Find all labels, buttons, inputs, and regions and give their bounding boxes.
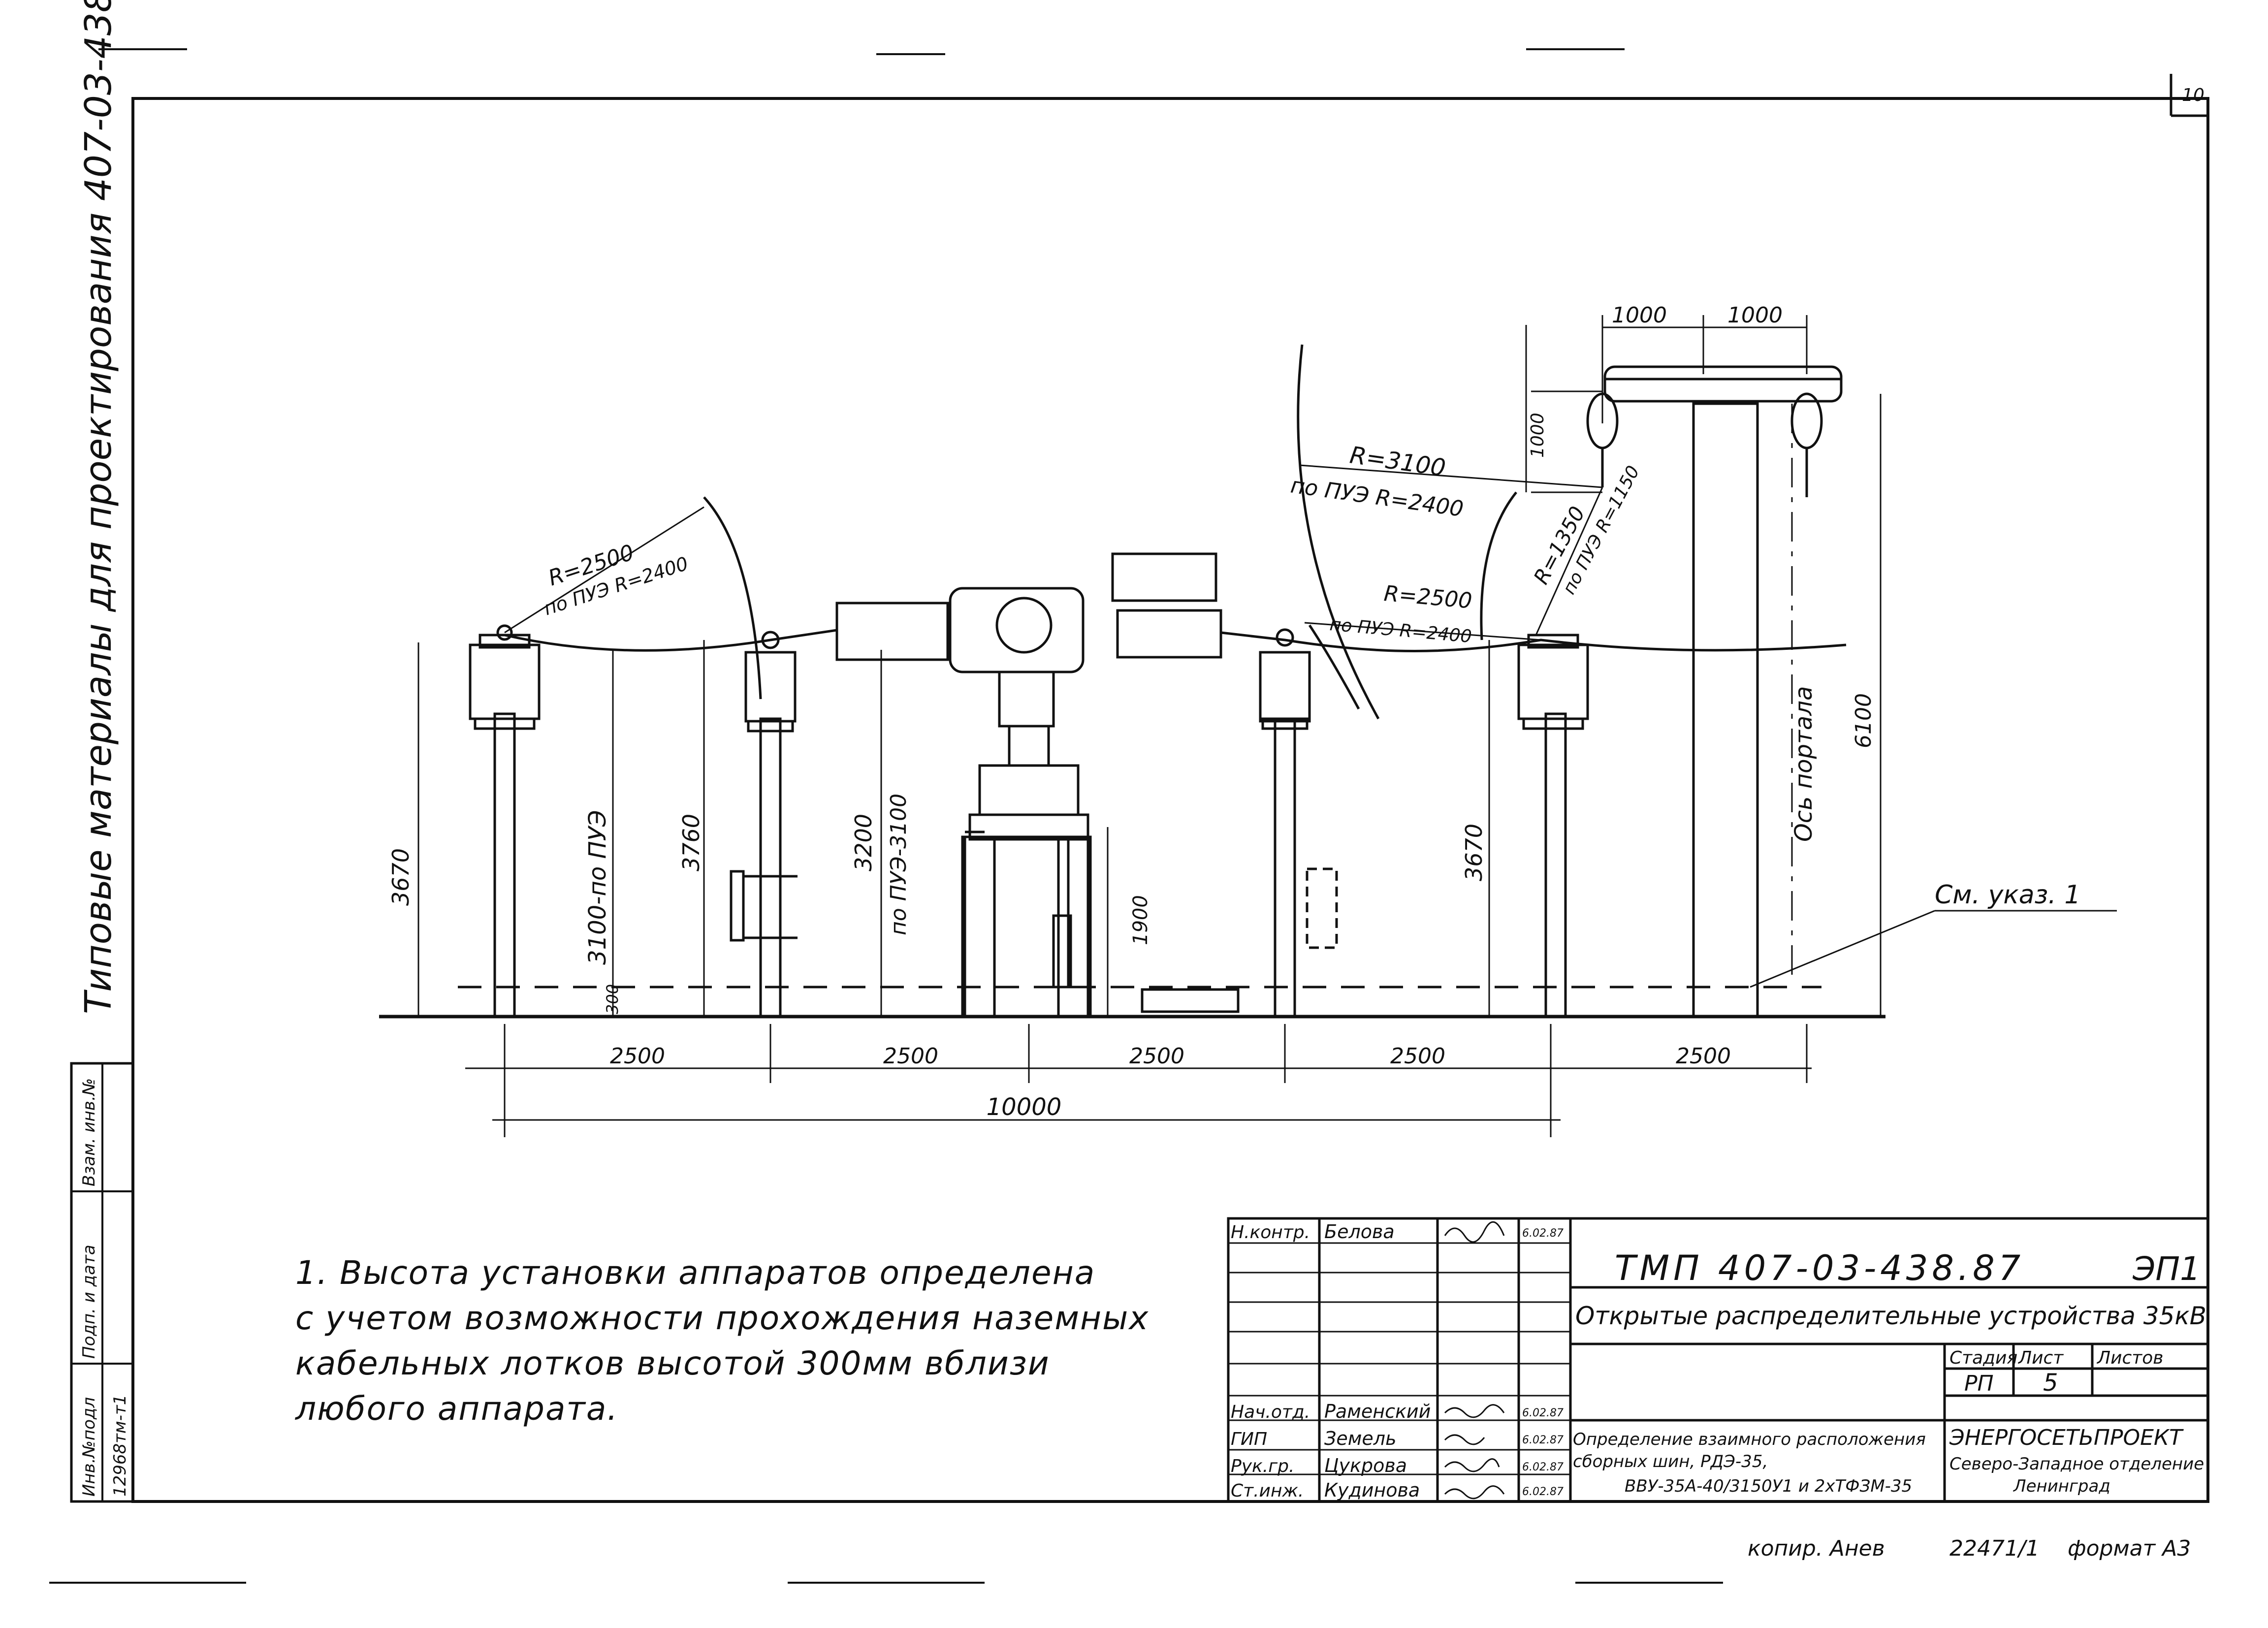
- copy-number: 22471/1: [1949, 1536, 2040, 1561]
- span-1: 2500: [610, 1044, 665, 1069]
- label-h3760: 3760: [678, 814, 704, 871]
- stage-value: РП: [1964, 1371, 1994, 1396]
- drawing-frame: [131, 97, 2209, 1503]
- page-number: 10: [2182, 85, 2204, 105]
- callout-note: См. указ. 1: [1935, 880, 2080, 910]
- dimension-labels: 1000 1000 1000 R=3100 по ПУЭ R=2400 R=25…: [387, 303, 2080, 1121]
- stamp-inv: Инв.№подл: [79, 1397, 99, 1497]
- role-row-7: ГИП: [1231, 1429, 1267, 1449]
- name-row-1: Белова: [1324, 1221, 1395, 1243]
- desc-line-3: ВВУ-35А-40/3150У1 и 2хТФЗМ-35: [1625, 1476, 1912, 1496]
- date-row-7: 6.02.87: [1522, 1434, 1564, 1446]
- label-portal-axis: Ось портала: [1790, 686, 1818, 842]
- role-row-6: Нач.отд.: [1231, 1402, 1310, 1422]
- sheet-value: 5: [2043, 1369, 2058, 1397]
- org-city: Ленинград: [2012, 1476, 2110, 1496]
- copied-by: копир. Анев: [1748, 1536, 1885, 1561]
- note-block: 1. Высота установки аппаратов определена…: [295, 1250, 1182, 1432]
- label-h3670-left: 3670: [387, 848, 414, 906]
- switchgear-elevation: [379, 315, 2117, 1137]
- role-row-1: Н.контр.: [1231, 1222, 1310, 1243]
- span-5: 2500: [1676, 1044, 1731, 1069]
- span-3: 2500: [1129, 1044, 1184, 1069]
- stamp-replace: Взам. инв.№: [79, 1078, 99, 1186]
- sheet-code: ЭП1: [2132, 1250, 2201, 1288]
- side-title: Типовые материалы для проектирования 407…: [77, 0, 120, 1014]
- stage-header: Стадия: [1949, 1348, 2017, 1368]
- disconnector-right: [1259, 628, 1338, 1018]
- circuit-breaker: [835, 552, 1240, 1018]
- date-row-6: 6.02.87: [1522, 1407, 1564, 1419]
- role-row-9: Ст.инж.: [1231, 1481, 1304, 1501]
- label-h300: 300: [603, 984, 622, 1014]
- support-insulator-right: [1517, 634, 1589, 1018]
- note-line-1: 1. Высота установки аппаратов определена: [295, 1254, 1096, 1292]
- dim-1000-vert: 1000: [1528, 413, 1548, 458]
- conductor: [504, 629, 1847, 652]
- date-row-9: 6.02.87: [1522, 1486, 1564, 1498]
- arc-1350: [1480, 491, 1517, 640]
- label-h1900: 1900: [1129, 895, 1152, 945]
- object-title: Открытые распределительные устройства 35…: [1575, 1302, 2206, 1330]
- disconnector-left: [730, 631, 798, 1018]
- label-h3200: 3200: [850, 814, 877, 871]
- span-2: 2500: [883, 1044, 938, 1069]
- name-row-6: Раменский: [1324, 1401, 1431, 1422]
- arc-2500: [1308, 624, 1360, 710]
- note-line-4: любого аппарата.: [295, 1390, 619, 1428]
- label-r2500-right-pue: по ПУЭ R=2400: [1329, 614, 1472, 647]
- date-row-8: 6.02.87: [1522, 1461, 1564, 1473]
- signatures: [1444, 1221, 1505, 1500]
- name-row-9: Кудинова: [1324, 1479, 1420, 1501]
- org-branch: Северо-Западное отделение: [1949, 1454, 2204, 1474]
- portal: [1586, 365, 1843, 1018]
- span-4: 2500: [1390, 1044, 1445, 1069]
- name-row-8: Цукрова: [1324, 1455, 1407, 1476]
- stamp-sign-date: Подп. и дата: [79, 1245, 99, 1359]
- label-r2500-right: R=2500: [1383, 581, 1473, 613]
- title-block-text: Н.контр. Нач.отд. ГИП Рук.гр. Ст.инж. Бе…: [1231, 1221, 2206, 1501]
- sheets-header: Листов: [2096, 1348, 2163, 1368]
- stamp-inv-no: 12968тм-т1: [110, 1395, 130, 1497]
- trim-marks: [49, 48, 1723, 1584]
- org-name: ЭНЕРГОСЕТЬПРОЕКТ: [1949, 1425, 2184, 1450]
- support-insulator-left: [469, 624, 541, 1018]
- label-h3200-pue: по ПУЭ-3100: [886, 794, 911, 935]
- date-row-1: 6.02.87: [1522, 1227, 1564, 1240]
- stamp-column: Взам. инв.№ Подп. и дата Инв.№подл 12968…: [70, 1062, 134, 1503]
- label-h6100: 6100: [1851, 693, 1876, 748]
- title-block: [1227, 1217, 2209, 1503]
- label-h3670-right: 3670: [1461, 824, 1487, 881]
- dim-top-right: 1000: [1727, 303, 1783, 328]
- role-row-8: Рук.гр.: [1231, 1456, 1294, 1476]
- format-label: формат А3: [2068, 1536, 2191, 1561]
- label-h3100-pue: 3100-по ПУЭ: [584, 810, 611, 965]
- label-r3100: R=3100: [1348, 441, 1447, 482]
- desc-line-2: сборных шин, РДЭ-35,: [1573, 1452, 1768, 1471]
- doc-code: ТМП 407-03-438.87: [1615, 1248, 2024, 1288]
- name-row-7: Земель: [1324, 1428, 1396, 1449]
- arc-3100: [1297, 344, 1380, 720]
- arc-left: [703, 496, 762, 700]
- note-line-2: с учетом возможности прохождения наземны…: [295, 1299, 1150, 1337]
- dim-top-left: 1000: [1612, 303, 1667, 328]
- span-total: 10000: [987, 1093, 1062, 1121]
- desc-line-1: Определение взаимного расположения: [1573, 1430, 1926, 1449]
- note-line-3: кабельных лотков высотой 300мм вблизи: [295, 1344, 1050, 1382]
- sheet-header: Лист: [2017, 1348, 2064, 1368]
